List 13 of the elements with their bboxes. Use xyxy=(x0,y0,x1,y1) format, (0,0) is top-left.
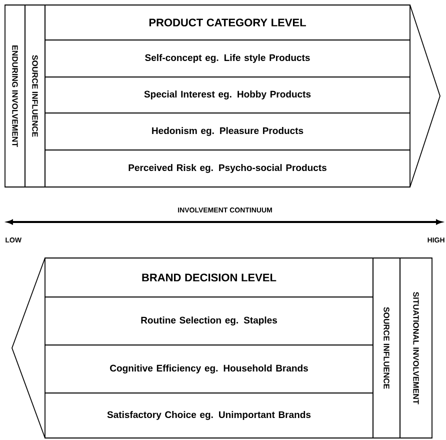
level-header-box: PRODUCT CATEGORY LEVEL xyxy=(44,4,410,40)
vertical-column: SOURCE INFLUENCE xyxy=(372,258,400,438)
category-row-box: Cognitive Efficiency eg. Household Brands xyxy=(44,344,374,394)
category-row-box: Self-concept eg. Life style Products xyxy=(44,40,410,78)
vertical-column: SITUATIONAL INVOLVEMENT xyxy=(400,258,432,438)
level-header-box: BRAND DECISION LEVEL xyxy=(44,258,374,298)
category-row-box: Routine Selection eg. Staples xyxy=(44,296,374,346)
category-row-box: Hedonism eg. Pleasure Products xyxy=(44,112,410,150)
vertical-column: SOURCE INFLUENCE xyxy=(24,4,46,188)
category-row-box: Special Interest eg. Hobby Products xyxy=(44,76,410,114)
vertical-column: ENDURING INVOLVEMENT xyxy=(4,4,26,188)
category-row-box: Perceived Risk eg. Psycho-social Products xyxy=(44,150,410,188)
category-row-box: Satisfactory Choice eg. Unimportant Brands xyxy=(44,392,374,438)
